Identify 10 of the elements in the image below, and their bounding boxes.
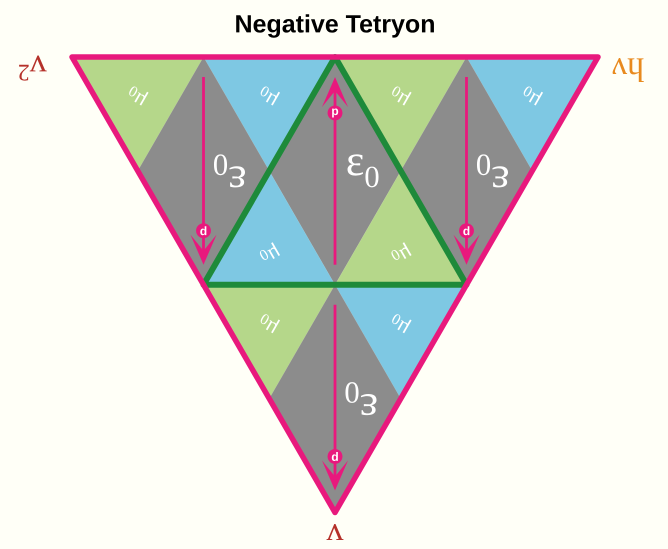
arrow-label: p — [328, 106, 342, 120]
arrow-label: p — [196, 223, 211, 238]
inner-triangle — [200, 54, 470, 288]
title: Negative Tetryon — [236, 14, 434, 38]
vertex-label: v$^{2}$ — [19, 55, 47, 81]
vertex-label: hν — [612, 58, 644, 82]
arrow-label: p — [459, 223, 474, 238]
vertex-label: v — [326, 524, 344, 540]
outer-triangle — [69, 54, 601, 516]
arrow-label: p — [328, 449, 342, 464]
